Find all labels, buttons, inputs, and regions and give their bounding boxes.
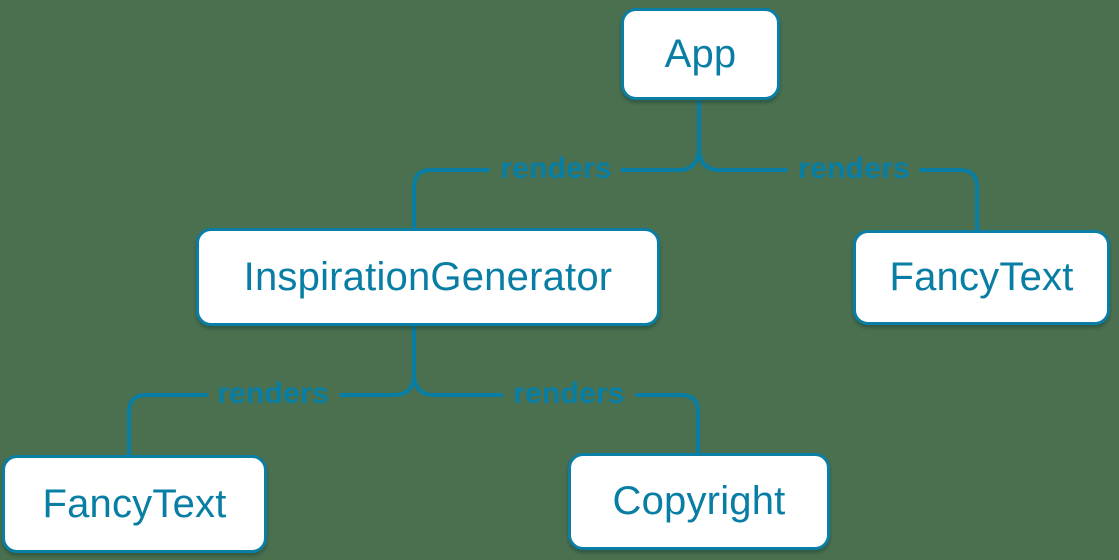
edge-app-to-inspirationgenerator-drop (412, 168, 490, 230)
edge-label-inspirationgenerator-copyright: renders (508, 379, 630, 409)
tree-node-inspiration-generator-label: InspirationGenerator (243, 254, 613, 299)
edge-app-to-fancytext-flare (697, 146, 788, 172)
edge-app-to-inspirationgenerator-flare (620, 146, 701, 172)
edge-inspirationgenerator-to-copyright-flare (412, 372, 503, 397)
tree-node-inspiration-generator: InspirationGenerator (196, 228, 660, 326)
tree-node-app: App (621, 8, 780, 100)
edge-app-to-fancytext-drop (919, 168, 979, 232)
edge-label-app-fancytext: renders (793, 154, 915, 184)
edge-inspirationgenerator-to-copyright-drop (635, 393, 700, 455)
edge-inspirationgenerator-to-fancytext-drop (127, 393, 208, 457)
tree-node-copyright-label: Copyright (612, 479, 786, 523)
tree-node-app-label: App (664, 31, 737, 76)
tree-node-fancy-text-right-label: FancyText (889, 255, 1074, 299)
tree-node-copyright: Copyright (568, 453, 830, 550)
edge-label-app-inspirationgenerator: renders (495, 154, 617, 184)
tree-node-fancy-text-left-label: FancyText (42, 481, 227, 526)
edge-inspirationgenerator-to-fancytext-flare (339, 372, 416, 397)
tree-node-fancy-text-left: FancyText (2, 455, 267, 553)
edge-label-inspirationgenerator-fancytext: renders (212, 379, 334, 409)
tree-node-fancy-text-right: FancyText (853, 230, 1110, 325)
